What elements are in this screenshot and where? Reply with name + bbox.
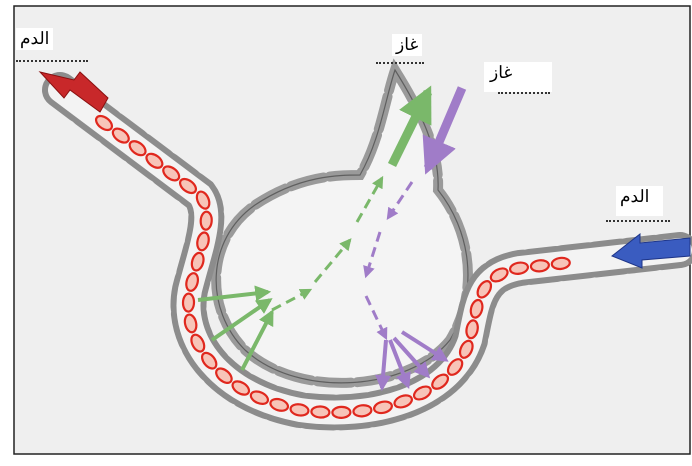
label-gas-out-dots — [376, 62, 424, 64]
red-blood-cell — [530, 259, 549, 272]
red-blood-cell — [311, 406, 330, 418]
red-blood-cell — [200, 211, 212, 230]
label-gas-in-dots — [498, 92, 550, 94]
label-gas-out: غاز — [392, 34, 422, 56]
label-gas-in: غاز — [484, 62, 552, 92]
label-blood-out: الدم — [16, 28, 53, 50]
label-blood-in-dots — [606, 220, 670, 222]
label-blood-out-dots — [16, 60, 88, 62]
red-blood-cell — [551, 257, 570, 270]
label-blood-in: الدم — [616, 186, 663, 216]
red-blood-cell — [332, 407, 350, 419]
red-blood-cell — [183, 293, 194, 311]
